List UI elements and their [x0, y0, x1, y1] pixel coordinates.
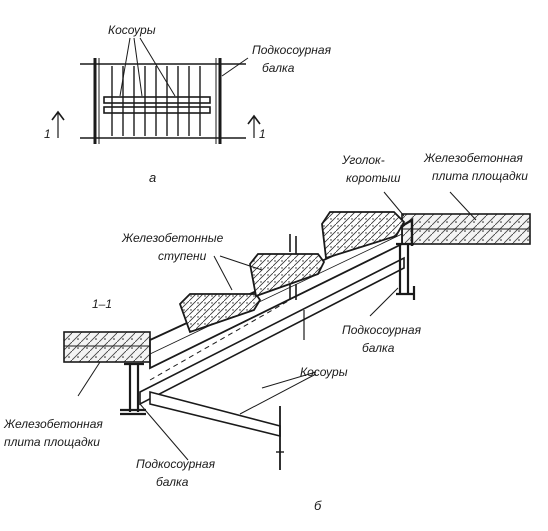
section-caption: б — [314, 498, 322, 513]
label-slab-bottom-line1: Железобетонная — [3, 417, 103, 431]
lower-landing-slab — [63, 331, 151, 363]
label-kosoury: Косоуры — [300, 365, 348, 379]
label-beam-bottom-line2: балка — [156, 475, 189, 489]
plan-label-beam-line1: Подкосоурная — [252, 43, 332, 57]
plan-section-mark-right: 1 — [259, 127, 266, 141]
plan-label-kosoury: Косоуры — [108, 23, 156, 37]
label-slab-bottom-line2: плита площадки — [4, 435, 100, 449]
plan-stringer-bottom — [103, 106, 211, 114]
section-marker-right-arrow — [247, 114, 261, 125]
plan-section-mark-left: 1 — [44, 127, 51, 141]
label-steps-line1: Железобетонные — [121, 231, 224, 245]
section-title: 1–1 — [92, 297, 112, 311]
plan-view — [51, 37, 261, 144]
plan-steps — [111, 66, 201, 136]
step-3 — [321, 211, 406, 260]
plan-caption: а — [149, 170, 156, 185]
lower-sub-beam — [120, 362, 146, 416]
concrete-steps — [178, 211, 406, 334]
upper-sub-beam — [396, 242, 416, 300]
label-steps-line2: ступени — [158, 249, 207, 263]
label-slab-top-line1: Железобетонная — [423, 151, 523, 165]
step-1 — [178, 293, 262, 334]
step-2 — [249, 253, 326, 298]
label-ugolok-line1: Уголок- — [341, 153, 385, 167]
lower-sloping-member — [149, 390, 281, 438]
angle-short-piece — [401, 217, 414, 246]
plan-stringer-top — [103, 96, 211, 104]
label-beam-right-line1: Подкосоурная — [342, 323, 422, 337]
stringer-back — [139, 256, 405, 406]
label-beam-right-line2: балка — [362, 341, 395, 355]
label-ugolok-line2: коротыш — [346, 171, 401, 185]
plan-label-beam-line2: балка — [262, 61, 295, 75]
section-leaders — [77, 191, 477, 461]
plan-kosoury-leader-2 — [133, 37, 143, 97]
stringer-mid-line — [149, 233, 403, 355]
label-slab-top-line2: плита площадки — [432, 169, 528, 183]
section-marker-left-arrow — [51, 110, 65, 121]
plan-kosoury-leader-1 — [119, 37, 131, 97]
plan-kosoury-leader-3 — [139, 37, 176, 97]
section-view — [63, 191, 531, 470]
plan-beam-leader — [221, 57, 249, 77]
label-beam-bottom-line1: Подкосоурная — [136, 457, 216, 471]
